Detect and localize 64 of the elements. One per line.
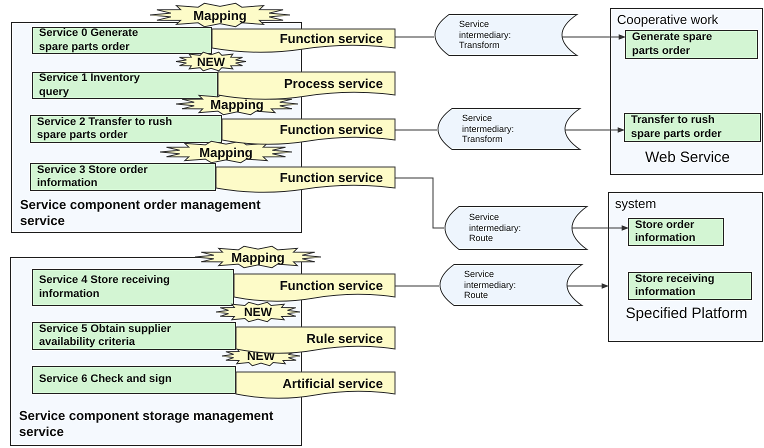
- connector-line: [394, 36, 434, 38]
- shape-label: Process service: [284, 76, 383, 91]
- shape-label: Artificial service: [282, 376, 383, 390]
- service-banner: [236, 372, 395, 398]
- service-box: [30, 163, 216, 191]
- shape-label: Service intermediary: Route: [464, 269, 518, 301]
- starburst-badge: [150, 3, 290, 27]
- badge-label: NEW: [197, 56, 225, 68]
- service-box: [32, 269, 234, 306]
- service-box: [32, 72, 218, 99]
- group-title: Service component order management service: [20, 197, 262, 228]
- shape-label: Rule service: [306, 330, 383, 346]
- badge-label: Mapping: [199, 146, 253, 158]
- group-title: Web Service: [644, 149, 731, 167]
- arrow: [566, 283, 609, 289]
- service-label: Service 5 Obtain supplier availability criteria: [39, 322, 172, 350]
- service-label: Service 3 Store order information: [37, 164, 149, 190]
- badge-label: Mapping: [210, 98, 264, 110]
- badge-label: Mapping: [193, 8, 247, 22]
- service-banner: [212, 29, 395, 52]
- shape-label: Function service: [280, 170, 383, 185]
- shape-label: Function service: [280, 122, 383, 137]
- service-label: Store order information: [635, 218, 696, 246]
- shape-label: Service intermediary: Route: [469, 212, 522, 244]
- service-label: Service 4 Store receiving information: [39, 274, 171, 301]
- service-box: [625, 30, 758, 59]
- service-label: Service 2 Transfer to rush spare parts order: [37, 116, 174, 142]
- shape-label: Service intermediary: Transform: [459, 19, 512, 51]
- group-title: system: [615, 196, 658, 212]
- group-title: Service component storage management service: [19, 408, 274, 440]
- service-label: Service 1 Inventory query: [39, 72, 141, 99]
- service-box: [32, 27, 212, 54]
- service-label: Generate spare parts order: [632, 31, 714, 58]
- arrow: [562, 34, 626, 40]
- group-title: Specified Platform: [624, 305, 748, 323]
- service-box: [628, 272, 752, 300]
- connector-line: [394, 178, 444, 228]
- starburst-badge: [216, 302, 300, 322]
- arrow: [572, 225, 629, 231]
- service-banner: [218, 72, 395, 99]
- shape-label: Function service: [280, 278, 383, 293]
- service-banner: [234, 274, 395, 301]
- service-label: Transfer to rush spare parts order: [631, 114, 722, 141]
- badge-label: Mapping: [231, 250, 285, 264]
- service-box: [628, 218, 724, 246]
- service-label: Store receiving information: [635, 272, 716, 300]
- service-box: [32, 322, 236, 350]
- service-box: [624, 113, 761, 142]
- starburst-badge: [176, 52, 246, 71]
- service-box: [30, 115, 222, 143]
- starburst-badge: [195, 246, 321, 268]
- group-panel: [608, 192, 763, 342]
- badge-label: NEW: [244, 306, 272, 318]
- service-banner: [222, 119, 395, 144]
- service-box: [32, 366, 236, 394]
- service-banner: [236, 327, 395, 353]
- service-label: Service 0 Generate spare parts order: [39, 27, 140, 54]
- group-title: Cooperative work: [617, 12, 720, 28]
- group-panel: [610, 8, 763, 175]
- service-banner: [216, 167, 395, 192]
- shape-label: Function service: [280, 31, 383, 46]
- service-label: Service 6 Check and sign: [39, 373, 173, 387]
- shape-label: Service intermediary: Transform: [462, 113, 516, 145]
- arrow: [564, 127, 625, 133]
